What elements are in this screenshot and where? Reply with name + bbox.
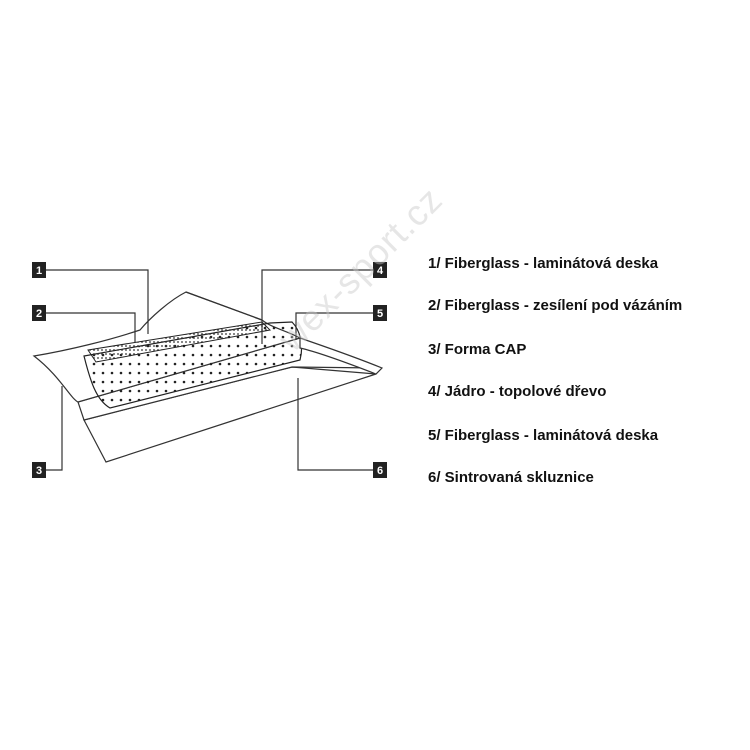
callout-1: 1 [32, 262, 46, 278]
svg-text:4: 4 [377, 265, 384, 277]
svg-text:5: 5 [377, 308, 383, 320]
svg-text:6: 6 [377, 465, 383, 477]
leader-line-1 [46, 269, 149, 334]
svg-text:2: 2 [36, 308, 42, 320]
legend-item-6: 6/ Sintrovaná skluznice [428, 469, 594, 486]
wood-core-layer [83, 321, 303, 409]
upper-fiberglass-layer [299, 337, 384, 375]
leader-line-4 [261, 269, 373, 344]
leader-line-5 [295, 312, 373, 340]
leader-line-6 [297, 378, 373, 471]
svg-text:1: 1 [36, 265, 42, 277]
legend-item-4: 4/ Jádro - topolové dřevo [428, 383, 607, 400]
leader-line-2 [46, 312, 136, 342]
legend-item-1: 1/ Fiberglass - laminátová deska [428, 255, 659, 272]
callout-6: 6 [373, 462, 387, 478]
leader-line-3 [46, 386, 63, 471]
svg-text:3: 3 [36, 465, 42, 477]
legend-item-3: 3/ Forma CAP [428, 341, 527, 358]
callout-2: 2 [32, 305, 46, 321]
callout-4: 4 [373, 262, 387, 278]
legend-item-2: 2/ Fiberglass - zesílení pod vázáním [428, 297, 683, 314]
reinforcement-layer [87, 321, 272, 363]
callout-5: 5 [373, 305, 387, 321]
top-surface-edge [185, 291, 263, 321]
legend-item-5: 5/ Fiberglass - laminátová deska [428, 427, 659, 444]
callout-3: 3 [32, 462, 46, 478]
